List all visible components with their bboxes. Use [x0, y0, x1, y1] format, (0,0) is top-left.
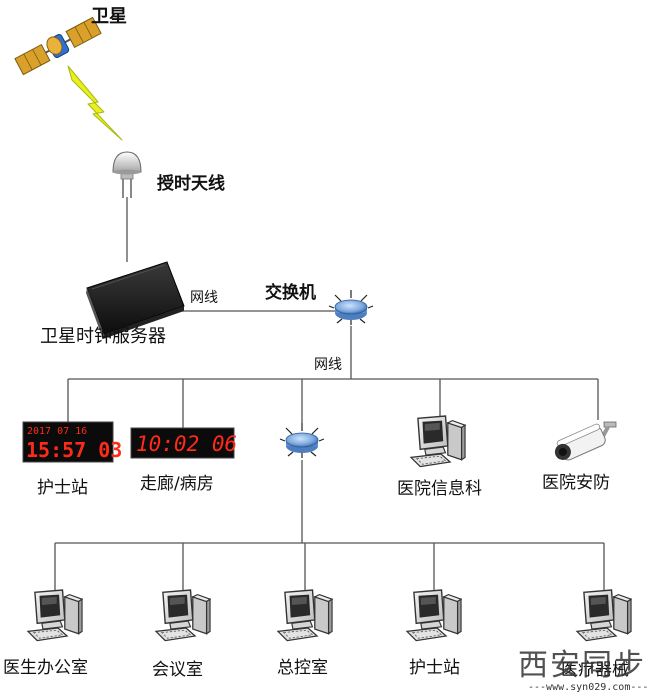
gps-antenna-icon — [112, 151, 142, 198]
cable-label-horizontal: 网线 — [190, 290, 218, 306]
server-label: 卫星时钟服务器 — [40, 326, 166, 347]
nurse-station-led-clock: 2017 07 16 15:57 03 — [22, 421, 122, 463]
clock-server-icon — [86, 261, 185, 339]
nurse-station-bottom-label: 护士站 — [409, 658, 460, 678]
nurse-clock-date: 2017 07 16 — [27, 426, 87, 437]
meeting-room-label: 会议室 — [152, 660, 203, 680]
control-room-label: 总控室 — [277, 658, 328, 678]
sub-switch-icon — [279, 422, 325, 459]
main-switch-icon — [328, 289, 374, 326]
security-label: 医院安防 — [542, 473, 610, 493]
medical-device-label: 医疗器械 — [561, 660, 629, 680]
cable-label-vertical: 网线 — [314, 357, 342, 373]
security-camera-icon — [554, 421, 617, 461]
watermark-brand: 西安同步 — [518, 648, 646, 683]
pc-doctor-office-icon — [27, 589, 83, 642]
nurse-station-top-label: 护士站 — [37, 478, 88, 498]
doctor-office-label: 医生办公室 — [3, 658, 88, 678]
nurse-clock-time: 15:57 03 — [26, 438, 122, 462]
antenna-label: 授时天线 — [157, 174, 225, 194]
pc-meeting-room-icon — [155, 589, 211, 642]
lightning-signal-icon — [67, 65, 123, 141]
switch-label: 交换机 — [265, 283, 316, 303]
satellite-icon — [14, 16, 102, 76]
his-label: 医院信息科 — [397, 479, 482, 499]
pc-nurse-station-icon — [406, 589, 462, 642]
pc-medical-device-icon — [576, 589, 632, 642]
watermark-url: ---www.syn029.com--- — [528, 682, 649, 693]
satellite-label: 卫星 — [91, 6, 127, 27]
corridor-clock-time: 10:02 06 — [136, 432, 237, 456]
corridor-led-clock: 10:02 06 — [130, 427, 237, 459]
pc-control-room-icon — [277, 589, 333, 642]
corridor-label: 走廊/病房 — [140, 474, 214, 494]
network-cables — [54, 197, 605, 590]
his-workstation-icon — [410, 415, 466, 468]
